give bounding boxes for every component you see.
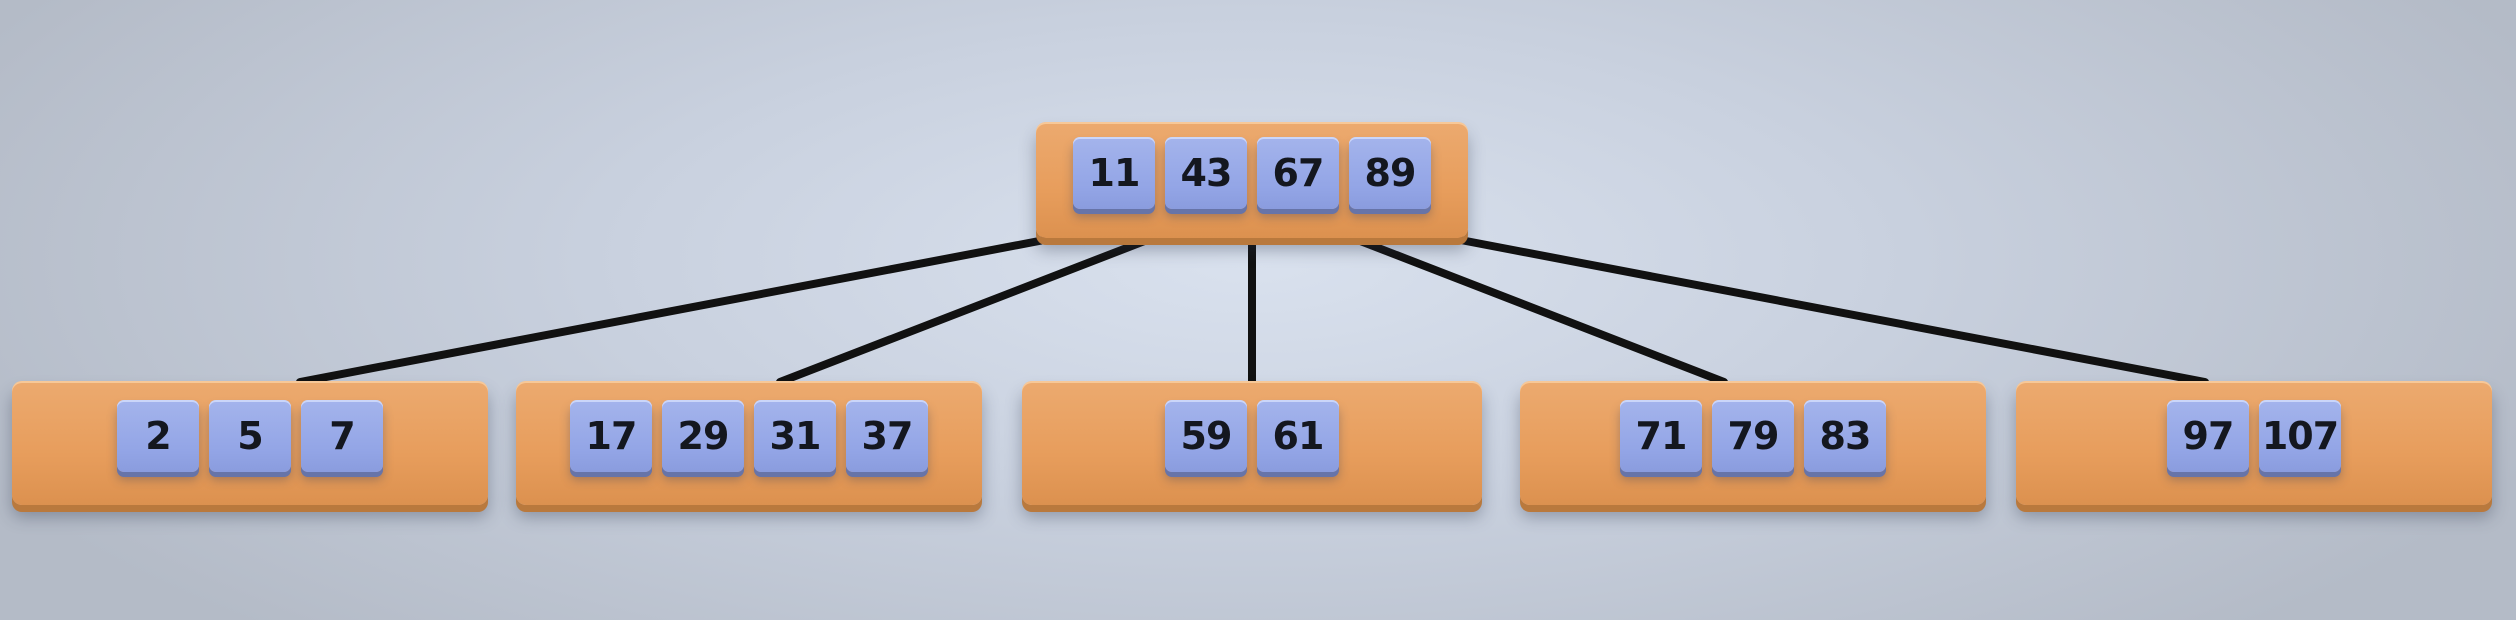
root-key-3: 67 xyxy=(1257,137,1339,209)
child-node-3: 59 61 xyxy=(1022,381,1482,505)
child-node-5: 97 107 xyxy=(2016,381,2492,505)
child-1-key-2: 5 xyxy=(209,400,291,472)
root-key-2: 43 xyxy=(1165,137,1247,209)
child-5-key-1: 97 xyxy=(2167,400,2249,472)
edge-root-to-child-2 xyxy=(776,233,1159,386)
child-node-1: 2 5 7 xyxy=(12,381,488,505)
edge-root-to-child-4 xyxy=(1346,233,1728,386)
root-key-4: 89 xyxy=(1349,137,1431,209)
child-1-key-1: 2 xyxy=(117,400,199,472)
edge-root-to-child-5 xyxy=(1441,233,2209,386)
child-node-2: 17 29 31 37 xyxy=(516,381,982,505)
edge-root-to-child-1 xyxy=(296,233,1064,386)
child-1-key-3: 7 xyxy=(301,400,383,472)
child-4-key-3: 83 xyxy=(1804,400,1886,472)
root-key-1: 11 xyxy=(1073,137,1155,209)
child-2-key-2: 29 xyxy=(662,400,744,472)
child-2-key-1: 17 xyxy=(570,400,652,472)
child-3-key-1: 59 xyxy=(1165,400,1247,472)
root-node: 11 43 67 89 xyxy=(1036,122,1468,238)
child-2-key-3: 31 xyxy=(754,400,836,472)
child-4-key-1: 71 xyxy=(1620,400,1702,472)
child-3-key-2: 61 xyxy=(1257,400,1339,472)
child-node-4: 71 79 83 xyxy=(1520,381,1986,505)
child-5-key-2: 107 xyxy=(2259,400,2341,472)
child-4-key-2: 79 xyxy=(1712,400,1794,472)
child-2-key-4: 37 xyxy=(846,400,928,472)
